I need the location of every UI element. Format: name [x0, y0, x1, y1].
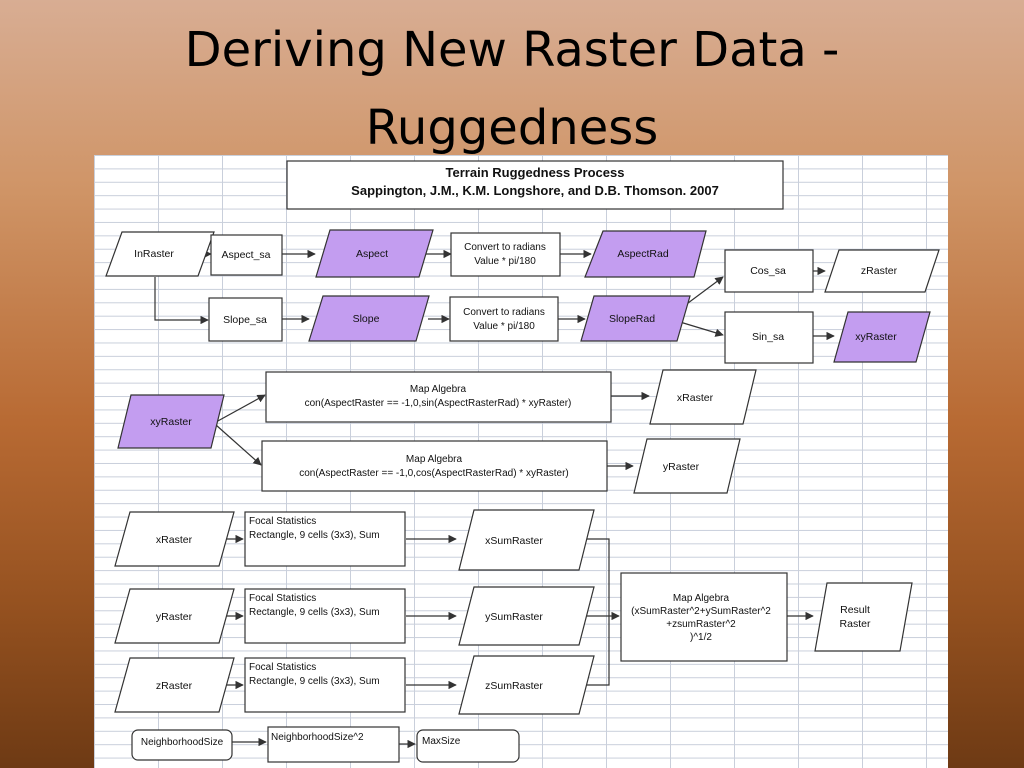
header-title: Terrain Ruggedness Process [446, 165, 625, 180]
arrow-xy-mapalgx [215, 394, 266, 423]
header-citation: Sappington, J.M., K.M. Longshore, and D.… [351, 183, 719, 198]
cos-sa-label: Cos_sa [750, 265, 786, 277]
mapalgebra-final-line3: +zsumRaster^2 [666, 619, 736, 630]
focal-z-line2: Rectangle, 9 cells (3x3), Sum [249, 676, 380, 687]
focal-z-line1: Focal Statistics [249, 662, 316, 673]
ysum-node: ySumRaster [458, 586, 595, 646]
aspectrad-label: AspectRad [617, 248, 669, 260]
convert-aspect-line1: Convert to radians [464, 242, 546, 253]
aspect-sa-label: Aspect_sa [221, 249, 270, 261]
focal-y-line1: Focal Statistics [249, 593, 316, 604]
sloperad-node: SlopeRad [580, 295, 691, 342]
slide-title: Deriving New Raster Data - Ruggedness [0, 12, 1024, 168]
sin-sa-node: Sin_sa [724, 311, 814, 364]
result-raster-line1: Result [840, 604, 870, 616]
maxsize-node: MaxSize [416, 729, 520, 763]
xyraster-top-label: xyRaster [855, 331, 897, 343]
mapalgebra-final-line2: (xSumRaster^2+ySumRaster^2 [631, 606, 771, 617]
inraster-label: InRaster [134, 248, 174, 260]
aspectrad-node: AspectRad [584, 230, 707, 278]
convert-slope-line1: Convert to radians [463, 307, 545, 318]
focal-y-line2: Rectangle, 9 cells (3x3), Sum [249, 607, 380, 618]
slope-node: Slope [308, 295, 430, 342]
xraster-label: xRaster [156, 534, 193, 546]
yraster-label: yRaster [156, 611, 193, 623]
ysum-label: ySumRaster [485, 611, 543, 623]
aspect-sa-node: Aspect_sa [210, 234, 283, 276]
xraster-node: xRaster [114, 511, 235, 567]
arrow-sloperad-sin [679, 321, 724, 337]
mapalgebra-x-line1: Map Algebra [410, 384, 467, 395]
zraster-label: zRaster [156, 680, 193, 692]
mapalgebra-x-line2: con(AspectRaster == -1,0,sin(AspectRaste… [305, 398, 572, 409]
arrow-xy-mapalgy [215, 424, 262, 466]
xyraster-top-node: xyRaster [833, 311, 931, 363]
mapalgebra-final-node: Map Algebra (xSumRaster^2+ySumRaster^2 +… [620, 572, 788, 662]
zsum-node: zSumRaster [458, 655, 595, 715]
zraster-node-top: zRaster [824, 249, 940, 293]
cos-sa-node: Cos_sa [724, 249, 814, 293]
arrow-inraster-slopesa [154, 277, 209, 325]
slope-label: Slope [353, 313, 380, 325]
aspect-node: Aspect [315, 229, 434, 278]
slide-title-line1: Deriving New Raster Data - [184, 22, 840, 78]
zsum-label: zSumRaster [485, 680, 543, 692]
maxsize-label: MaxSize [422, 736, 461, 747]
focal-y-node: Focal Statistics Rectangle, 9 cells (3x3… [244, 588, 406, 644]
mapalgebra-x-node: Map Algebra con(AspectRaster == -1,0,sin… [265, 371, 612, 423]
mapalgebra-y-node: Map Algebra con(AspectRaster == -1,0,cos… [261, 440, 608, 492]
slope-sa-label: Slope_sa [223, 314, 267, 326]
sloperad-label: SlopeRad [609, 313, 655, 325]
mapalgebra-final-line4: )^1/2 [690, 632, 712, 643]
mapalgebra-y-line2: con(AspectRaster == -1,0,cos(AspectRaste… [299, 468, 569, 479]
convert-slope-line2: Value * pi/180 [473, 321, 535, 332]
zraster-top-label: zRaster [861, 265, 898, 277]
focal-x-line1: Focal Statistics [249, 516, 316, 527]
convert-slope-node: Convert to radians Value * pi/180 [449, 296, 559, 342]
neighborhood-node: NeighborhoodSize [131, 729, 233, 761]
yraster-mid-node: yRaster [633, 438, 741, 494]
xyraster-node: xyRaster [117, 394, 225, 449]
convert-aspect-line2: Value * pi/180 [474, 256, 536, 267]
neighborhood-sq-node: NeighborhoodSize^2 [267, 726, 400, 763]
zraster-node: zRaster [114, 657, 235, 713]
sin-sa-label: Sin_sa [752, 331, 784, 343]
xsum-node: xSumRaster [458, 509, 595, 571]
xraster-mid-node: xRaster [649, 369, 757, 425]
slide-title-line2: Ruggedness [365, 99, 659, 156]
xyraster-label: xyRaster [150, 416, 192, 428]
convert-aspect-node: Convert to radians Value * pi/180 [450, 232, 561, 277]
focal-x-line2: Rectangle, 9 cells (3x3), Sum [249, 530, 380, 541]
inraster-node: InRaster [105, 231, 215, 277]
slope-sa-node: Slope_sa [208, 297, 283, 342]
focal-z-node: Focal Statistics Rectangle, 9 cells (3x3… [244, 657, 406, 713]
focal-x-node: Focal Statistics Rectangle, 9 cells (3x3… [244, 511, 406, 567]
header-box: Terrain Ruggedness Process Sappington, J… [286, 160, 784, 210]
mapalgebra-final-line1: Map Algebra [673, 593, 730, 604]
result-raster-line2: Raster [840, 618, 871, 630]
xraster-mid-label: xRaster [677, 392, 714, 404]
xsum-label: xSumRaster [485, 535, 543, 547]
mapalgebra-y-line1: Map Algebra [406, 454, 463, 465]
flowchart-diagram: Terrain Ruggedness Process Sappington, J… [105, 160, 940, 763]
bracket-sums [579, 538, 610, 686]
yraster-node: yRaster [114, 588, 235, 644]
aspect-label: Aspect [356, 248, 388, 260]
neighborhood-label: NeighborhoodSize [141, 737, 224, 748]
yraster-mid-label: yRaster [663, 461, 700, 473]
result-raster-node: Result Raster [814, 582, 913, 652]
flowchart-sheet: Terrain Ruggedness Process Sappington, J… [94, 155, 948, 768]
neighborhood-sq-label: NeighborhoodSize^2 [271, 732, 364, 743]
